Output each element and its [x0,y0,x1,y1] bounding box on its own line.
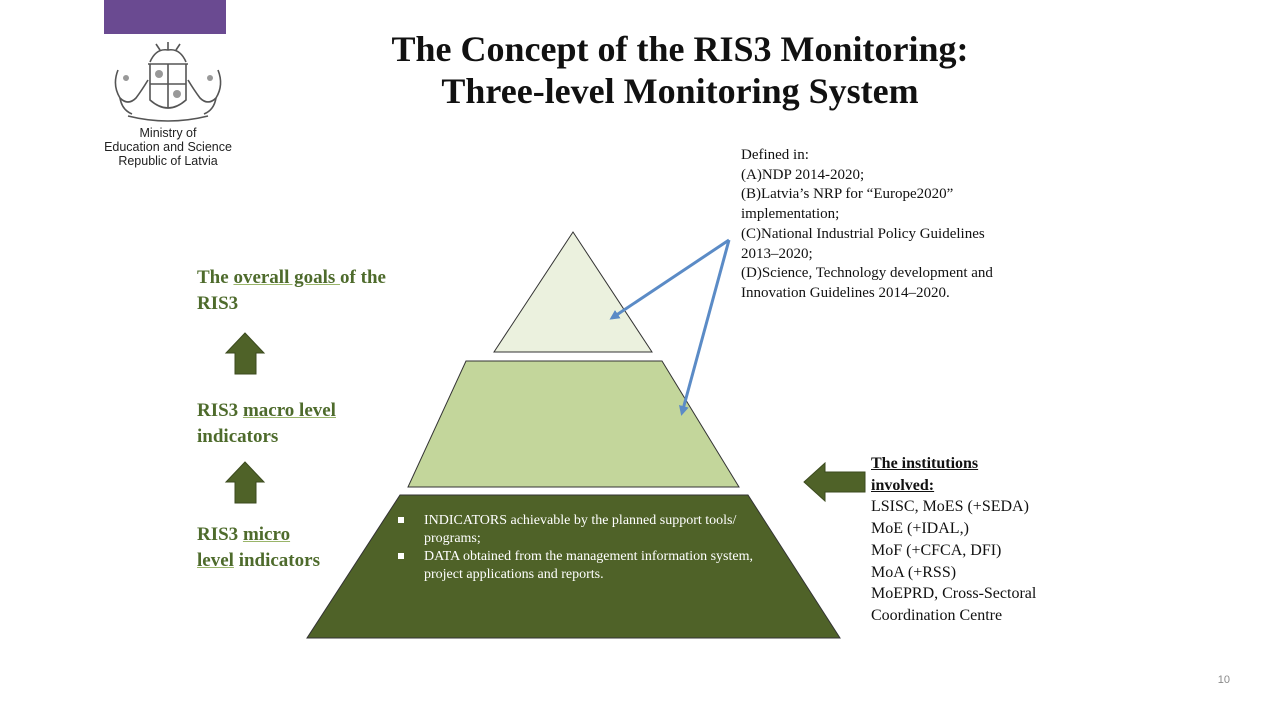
bullet-text: INDICATORS achievable by the planned sup… [424,513,737,546]
bullet-item: INDICATORS achievable by the planned sup… [396,512,768,548]
up-arrow-icon [224,461,266,504]
page-title: The Concept of the RIS3 Monitoring: Thre… [330,28,1030,112]
pyramid-bottom-text: INDICATORS achievable by the planned sup… [396,512,768,584]
bullet-square-icon [398,517,404,523]
ministry-line: Ministry of [139,126,197,140]
level-suffix: of the RIS3 [197,267,386,314]
level-prefix: RIS3 [197,400,243,421]
institutions-heading: The institutions [871,455,979,472]
level-overall-goals: The overall goals of the RIS3 [197,265,402,317]
bullet-text: DATA obtained from the management inform… [424,549,753,582]
left-arrow-icon [803,461,866,503]
institution-line: LSISC, MoES (+SEDA) [871,498,1029,516]
title-line: The Concept of the RIS3 Monitoring: [391,29,969,69]
defined-line: implementation; [741,206,840,223]
institution-line: MoEPRD, Cross-Sectoral [871,585,1037,603]
institution-line: Coordination Centre [871,606,1003,624]
defined-line: (D)Science, Technology development and [741,265,993,282]
institutions-heading: involved: [871,476,935,494]
institutions-involved: The institutions involved: LSISC, MoES (… [871,453,1101,627]
level-macro-indicators: RIS3 macro level indicators [197,398,387,450]
pyramid-middle-tier [407,360,740,488]
ministry-line: Republic of Latvia [118,154,218,168]
level-suffix: indicators [233,550,320,571]
pyramid-bottom-tier [306,494,841,639]
up-arrow-icon [224,332,266,375]
coat-of-arms-logo [114,42,222,122]
callout-arrow-middle [679,239,731,416]
institution-line: MoE (+IDAL,) [871,520,969,538]
level-micro-indicators: RIS3 micro level indicators [197,522,327,574]
level-underlined: macro level [242,400,336,421]
defined-in-text: Defined in: (A)NDP 2014-2020; (B)Latvia’… [741,146,1101,304]
title-line: Three-level Monitoring System [441,71,919,111]
defined-line: (B)Latvia’s NRP for “Europe2020” [741,186,954,203]
defined-line: (C)National Industrial Policy Guidelines [741,225,985,242]
defined-line: (A)NDP 2014-2020; [741,166,865,183]
level-prefix: RIS3 [197,524,243,545]
institution-line: MoF (+CFCA, DFI) [871,541,1002,559]
bullet-item: DATA obtained from the management inform… [396,548,768,584]
page-number: 10 [1217,674,1230,686]
pyramid-top-tier [493,231,653,353]
institution-line: MoA (+RSS) [871,563,957,581]
callout-arrow-top [609,238,730,320]
level-underlined: overall goals [233,267,341,288]
level-suffix: indicators [197,426,279,447]
bullet-square-icon [398,553,404,559]
brand-bar [104,0,226,34]
ministry-line: Education and Science [104,140,232,154]
level-underlined: micro level [197,524,291,571]
defined-line: Defined in: [741,147,809,163]
defined-line: Innovation Guidelines 2014–2020. [741,284,950,301]
defined-line: 2013–2020; [741,245,813,262]
ministry-name: Ministry of Education and Science Republ… [78,126,258,168]
level-prefix: The [197,267,234,288]
